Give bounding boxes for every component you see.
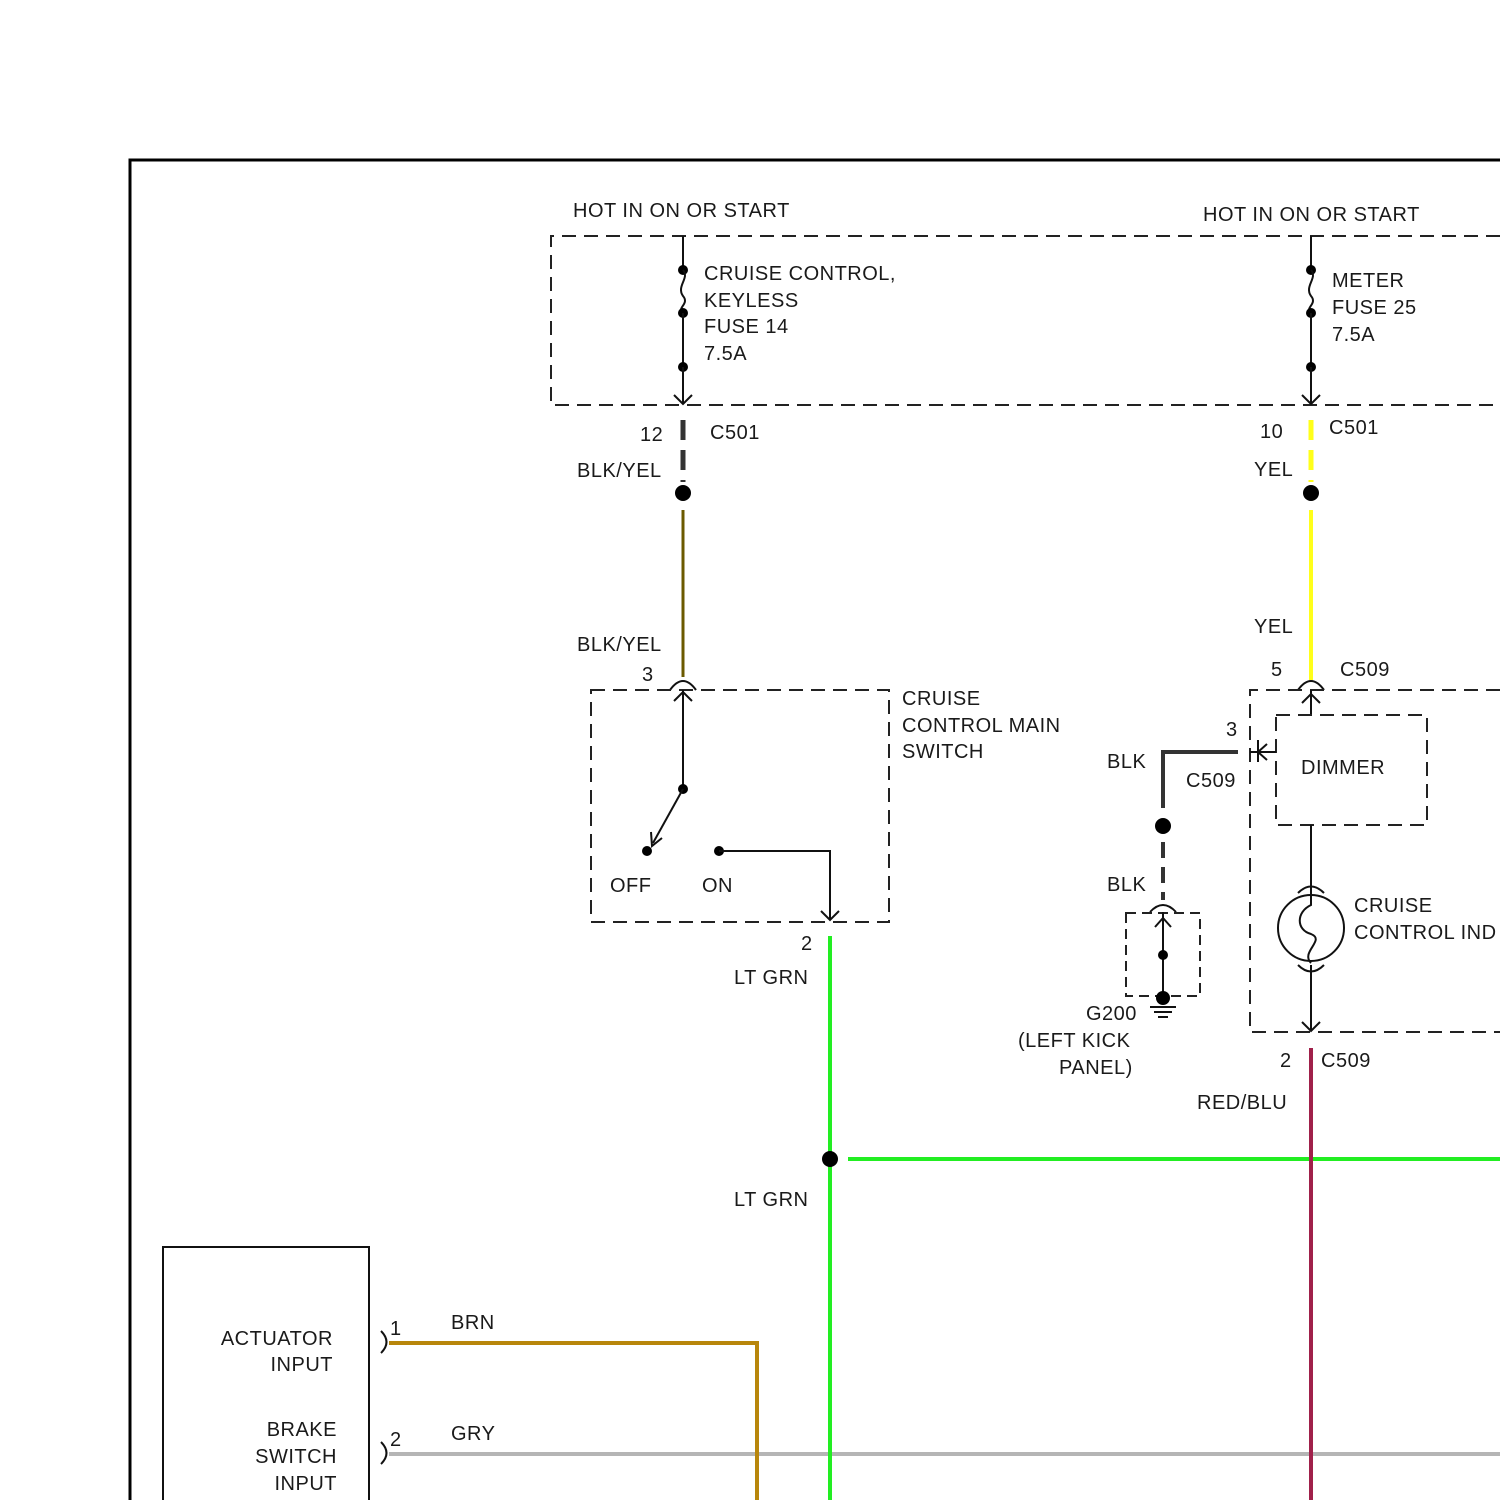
c501-right-pin: 10	[1260, 421, 1283, 443]
fuse-25-label-line1: METER	[1332, 270, 1405, 292]
c509-dimmer-name: C509	[1186, 770, 1236, 792]
c509-top-pin: 5	[1271, 659, 1283, 681]
main-switch-title-line1: CRUISE	[902, 688, 981, 710]
brake-input-line2: SWITCH	[255, 1446, 337, 1468]
actuator-input-line2: INPUT	[271, 1354, 334, 1376]
fuse-box-outline	[551, 236, 1500, 405]
c509-bottom-pin: 2	[1280, 1050, 1292, 1072]
blk-yel-splice	[675, 485, 691, 501]
module-pin-1: 1	[390, 1318, 402, 1340]
lt-grn-top-label: LT GRN	[734, 967, 809, 989]
brake-input-line3: INPUT	[275, 1473, 338, 1495]
fuse-25-label-line2: FUSE 25	[1332, 297, 1417, 319]
brn-circuit: BRN	[389, 1312, 757, 1500]
gry-circuit: GRY	[389, 1423, 1500, 1454]
blk-bottom-label: BLK	[1107, 874, 1146, 896]
main-switch-title-line3: SWITCH	[902, 741, 984, 763]
brn-label: BRN	[451, 1312, 495, 1334]
main-switch-out-pin: 2	[801, 933, 813, 955]
blk-ground-circuit: BLK C509 BLK G200 (LEFT KICK PANEL)	[1018, 751, 1238, 1079]
yel-top-label: YEL	[1254, 459, 1293, 481]
blk-top-label: BLK	[1107, 751, 1146, 773]
switch-on-label: ON	[702, 875, 733, 897]
fuse-25-rating: 7.5A	[1332, 324, 1375, 346]
ground-point	[1156, 991, 1170, 1005]
main-switch-in-pin: 3	[642, 664, 654, 686]
dimmer-label: DIMMER	[1301, 757, 1385, 779]
gry-label: GRY	[451, 1423, 495, 1445]
yel-circuit: 10 C501 YEL YEL 5 C509	[1254, 417, 1390, 681]
blk-yel-bottom-label: BLK/YEL	[577, 634, 662, 656]
c509-bottom-name: C509	[1321, 1050, 1371, 1072]
red-blu-circuit: RED/BLU	[1197, 1048, 1311, 1500]
fuse-14: CRUISE CONTROL, KEYLESS FUSE 14 7.5A	[674, 236, 896, 404]
yel-splice	[1303, 485, 1319, 501]
ground-location-line2: PANEL)	[1059, 1057, 1133, 1079]
indicator-title-line2: CONTROL IND	[1354, 922, 1497, 944]
cruise-main-switch: OFF ON CRUISE CONTROL MAIN SWITCH	[591, 681, 1061, 922]
cruise-control-module: ACTUATOR INPUT BRAKE SWITCH INPUT 1 2	[163, 1247, 402, 1500]
brn-wire	[389, 1343, 757, 1500]
diagram-frame	[130, 160, 1500, 1500]
fuse-14-label-line1: CRUISE CONTROL,	[704, 263, 896, 285]
fuse-box: HOT IN ON OR START HOT IN ON OR START CR…	[551, 200, 1500, 405]
yel-bottom-label: YEL	[1254, 616, 1293, 638]
ground-name: G200	[1086, 1003, 1137, 1025]
actuator-input-line1: ACTUATOR	[221, 1328, 333, 1350]
c501-right-name: C501	[1329, 417, 1379, 439]
blk-yel-circuit: 12 C501 BLK/YEL BLK/YEL 3	[577, 420, 760, 686]
main-switch-title-line2: CONTROL MAIN	[902, 715, 1061, 737]
fuse-14-rating: 7.5A	[704, 343, 747, 365]
indicator-title-line1: CRUISE	[1354, 895, 1433, 917]
indicator-assembly-outline	[1250, 690, 1500, 1032]
fuse-25: METER FUSE 25 7.5A	[1302, 236, 1417, 404]
fuse-14-label-line2: KEYLESS	[704, 290, 799, 312]
switch-off-label: OFF	[610, 875, 652, 897]
right-hot-label: HOT IN ON OR START	[1203, 204, 1420, 226]
module-pin-2: 2	[390, 1429, 402, 1451]
c509-top-name: C509	[1340, 659, 1390, 681]
blk-yel-top-label: BLK/YEL	[577, 460, 662, 482]
lt-grn-splice	[822, 1151, 838, 1167]
c509-dimmer-pin: 3	[1226, 719, 1238, 741]
left-hot-label: HOT IN ON OR START	[573, 200, 790, 222]
brake-input-line1: BRAKE	[267, 1419, 337, 1441]
c501-left-pin: 12	[640, 424, 663, 446]
indicator-assembly: DIMMER 3 CRUISE CONTROL IND 2 C509	[1226, 681, 1500, 1072]
lt-grn-bottom-label: LT GRN	[734, 1189, 809, 1211]
blk-splice	[1155, 818, 1171, 834]
fuse-14-label-line3: FUSE 14	[704, 316, 789, 338]
c501-left-name: C501	[710, 422, 760, 444]
ground-location-line1: (LEFT KICK	[1018, 1030, 1131, 1052]
red-blu-label: RED/BLU	[1197, 1092, 1287, 1114]
